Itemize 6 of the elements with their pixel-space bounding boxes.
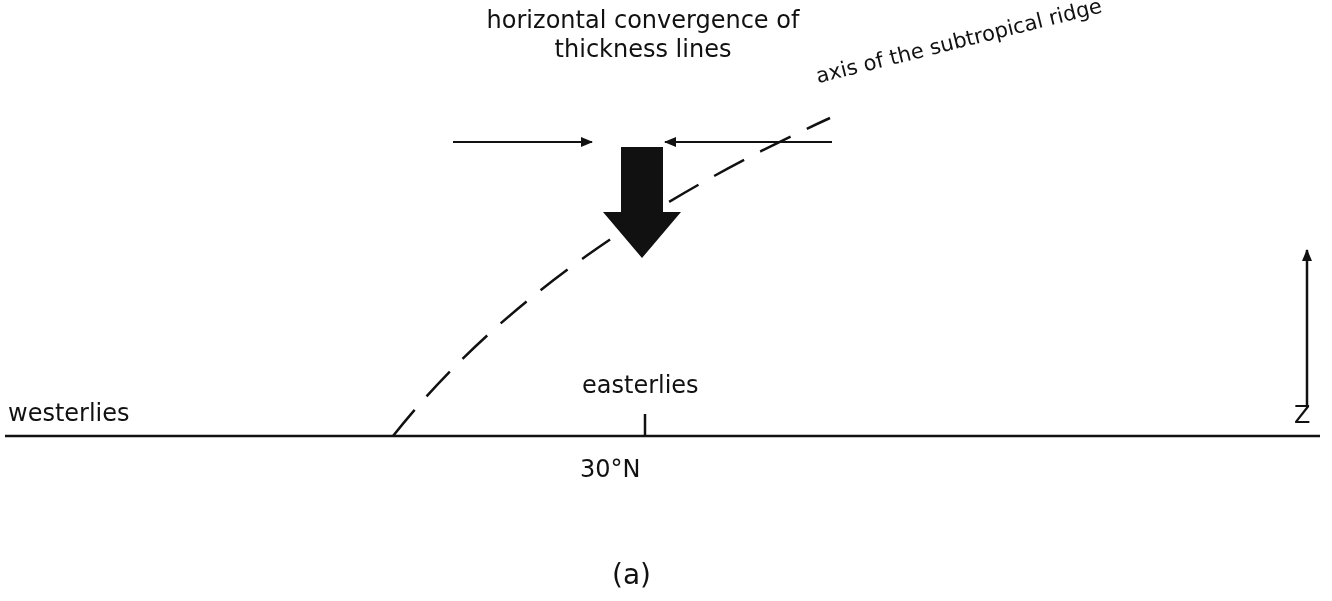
caption: (a)	[612, 560, 651, 589]
heading-text: horizontal convergence of thickness lines	[485, 6, 801, 64]
wind-label: easterlies	[582, 371, 699, 400]
wind-label: westerlies	[8, 399, 130, 428]
axis-letter: Z	[1294, 401, 1311, 430]
latitude-label: 30°N	[580, 455, 641, 484]
